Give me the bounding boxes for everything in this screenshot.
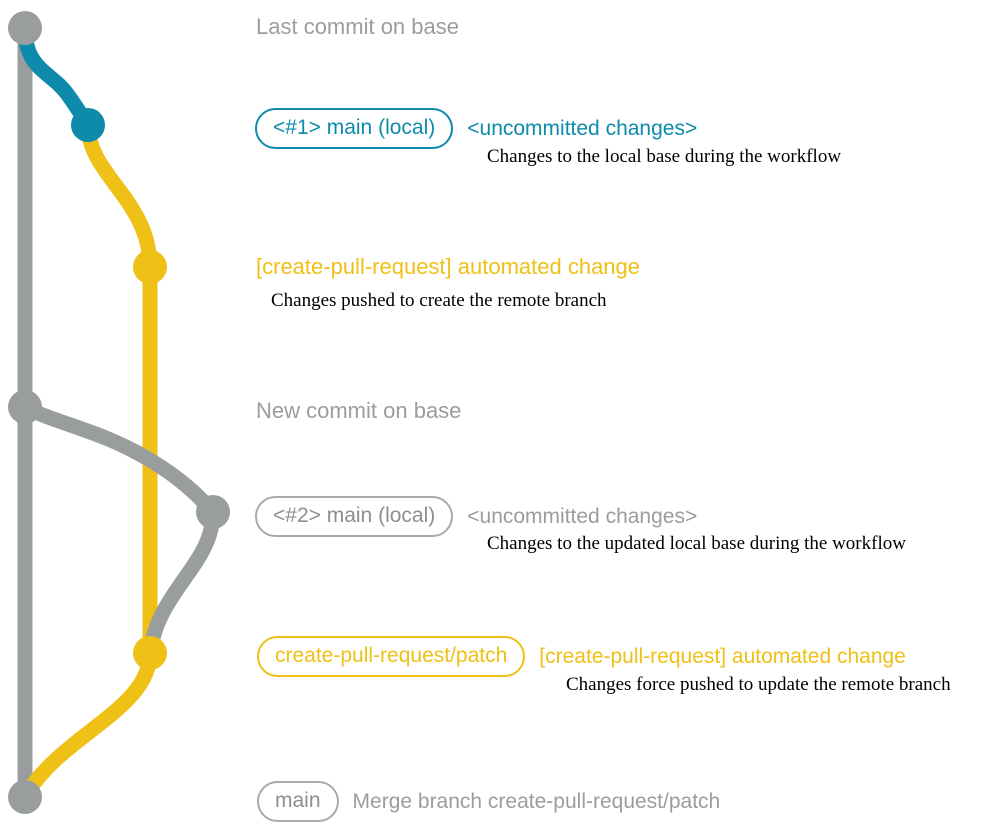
commit-note-automated-change-1: Changes pushed to create the remote bran… <box>271 290 607 311</box>
commit-node-local-2[interactable] <box>196 495 230 529</box>
commit-note-local-uncommitted-1: Changes to the local base during the wor… <box>487 146 842 167</box>
edge-base-to-local1 <box>17 20 96 133</box>
edge-local2-to-remote2 <box>142 504 221 661</box>
commit-node-remote-2[interactable] <box>133 636 167 670</box>
edge-local1-to-remote1 <box>80 117 158 275</box>
commit-node-remote-1[interactable] <box>133 250 167 284</box>
commit-subject-local-uncommitted-2: <uncommitted changes> <box>467 505 698 528</box>
commit-headline-automated-change-1: [create-pull-request] automated change <box>256 254 641 279</box>
commit-row-local-uncommitted-1: <#1> main (local) <uncommitted changes> <box>255 108 697 149</box>
ref-badge-main-local-1[interactable]: <#1> main (local) <box>255 108 454 149</box>
commit-subject-automated-change-2: [create-pull-request] automated change <box>539 645 906 668</box>
commit-row-automated-change-2: create-pull-request/patch [create-pull-r… <box>257 636 906 677</box>
commit-subject-merge-commit: Merge branch create-pull-request/patch <box>352 790 721 813</box>
commit-headline-new-commit-on-base: New commit on base <box>256 398 462 423</box>
commit-headline-last-commit-on-base: Last commit on base <box>256 14 459 39</box>
commit-row-merge-commit: main Merge branch create-pull-request/pa… <box>257 781 720 822</box>
edge-basenew-to-local2 <box>17 399 221 520</box>
commit-node-base-last[interactable] <box>8 11 42 45</box>
commit-node-local-1[interactable] <box>71 108 105 142</box>
commit-subject-local-uncommitted-1: <uncommitted changes> <box>467 117 698 140</box>
ref-badge-main-local-2[interactable]: <#2> main (local) <box>255 496 454 537</box>
commit-node-base-new[interactable] <box>8 390 42 424</box>
commit-note-automated-change-2: Changes force pushed to update the remot… <box>566 674 951 695</box>
ref-badge-create-pull-request-patch[interactable]: create-pull-request/patch <box>257 636 526 677</box>
ref-badge-main[interactable]: main <box>257 781 339 822</box>
commit-note-local-uncommitted-2: Changes to the updated local base during… <box>487 533 906 554</box>
commit-node-base-merge[interactable] <box>8 780 42 814</box>
commit-row-local-uncommitted-2: <#2> main (local) <uncommitted changes> <box>255 496 697 537</box>
edge-remote2-to-merge <box>17 645 158 805</box>
